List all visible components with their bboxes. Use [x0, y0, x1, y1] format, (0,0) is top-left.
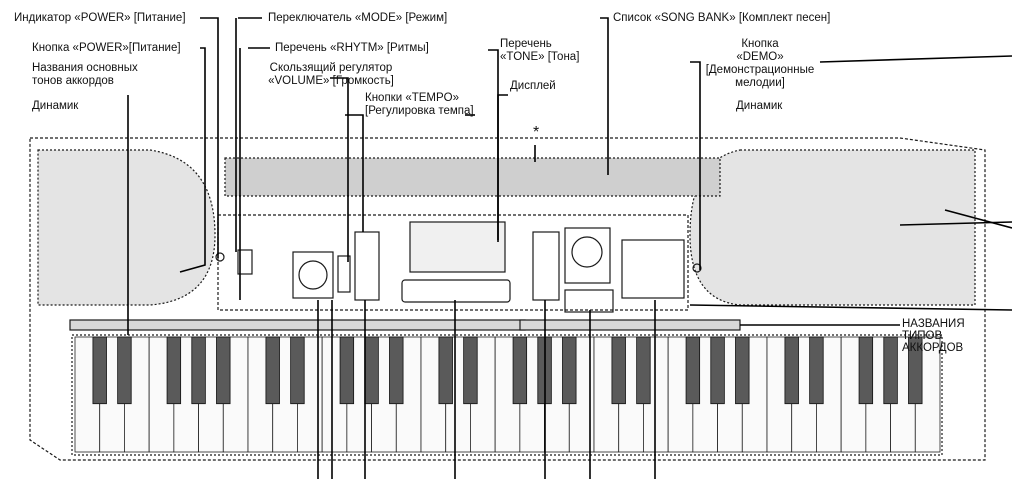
black-key — [908, 336, 923, 405]
label-tempo-buttons: Кнопки «TEMPO» [Регулировка темпа] — [365, 92, 474, 117]
black-key — [438, 336, 453, 405]
label-rhythm-list: Перечень «RHYTM» [Ритмы] — [275, 42, 429, 54]
black-key — [364, 336, 379, 405]
black-key — [611, 336, 626, 405]
label-demo-button: Кнопка «DEMO» [Демонстрационные мелодии] — [705, 38, 815, 89]
chord-dial-box — [292, 251, 334, 299]
black-key — [166, 336, 182, 405]
label-volume-slider: Скользящий регулятор «VOLUME» [Громкость… — [268, 62, 394, 87]
black-key — [117, 336, 132, 405]
black-key — [636, 336, 651, 405]
label-power-button: Кнопка «POWER»[Питание] — [32, 42, 181, 54]
chord-root-strip — [69, 319, 526, 331]
song-bank-strip — [224, 157, 721, 197]
tempo-buttons — [337, 255, 351, 293]
black-key — [562, 336, 577, 405]
speaker-right-shape — [689, 149, 976, 306]
label-speaker-right: Динамик — [736, 100, 783, 112]
label-chord-types: НАЗВАНИЯ ТИПОВ АККОРДОВ — [902, 318, 965, 354]
mode-switch — [237, 249, 253, 275]
power-indicator-led — [215, 252, 225, 262]
black-key — [463, 336, 478, 405]
small-key-block — [564, 289, 614, 313]
black-key — [290, 336, 305, 405]
black-key — [735, 336, 750, 405]
label-display: Дисплей — [510, 80, 556, 92]
label-song-bank-list: Список «SONG BANK» [Комплект песен] — [613, 12, 831, 24]
label-chord-root-names: Названия основных тонов аккордов — [32, 62, 138, 87]
label-power-indicator: Индикатор «POWER» [Питание] — [14, 12, 186, 24]
keypad-strip — [401, 279, 511, 303]
black-key — [216, 336, 231, 405]
black-key — [512, 336, 528, 405]
function-grid — [621, 239, 685, 299]
black-key — [339, 336, 355, 405]
right-button-col — [532, 231, 560, 301]
black-key — [92, 336, 107, 405]
black-key — [809, 336, 824, 405]
display-window — [409, 221, 506, 273]
black-key — [784, 336, 799, 405]
right-dial-box — [564, 227, 611, 284]
rhythm-buttons — [354, 231, 380, 301]
label-asterisk: * — [533, 124, 540, 141]
black-key — [685, 336, 701, 405]
black-key — [710, 336, 725, 405]
label-tone-list: Перечень «TONE» [Тона] — [500, 38, 580, 63]
black-key — [265, 336, 280, 405]
label-mode-switch: Переключатель «MODE» [Режим] — [268, 12, 448, 24]
black-key — [389, 336, 404, 405]
speaker-left-shape — [37, 149, 216, 306]
key-bed — [71, 334, 943, 456]
control-panel — [217, 214, 689, 311]
keyboard-body — [29, 137, 986, 461]
black-key — [191, 336, 206, 405]
chord-type-strip — [519, 319, 741, 331]
black-key — [883, 336, 898, 405]
black-key — [858, 336, 874, 405]
label-speaker-left: Динамик — [32, 100, 79, 112]
demo-button-led — [692, 263, 702, 273]
